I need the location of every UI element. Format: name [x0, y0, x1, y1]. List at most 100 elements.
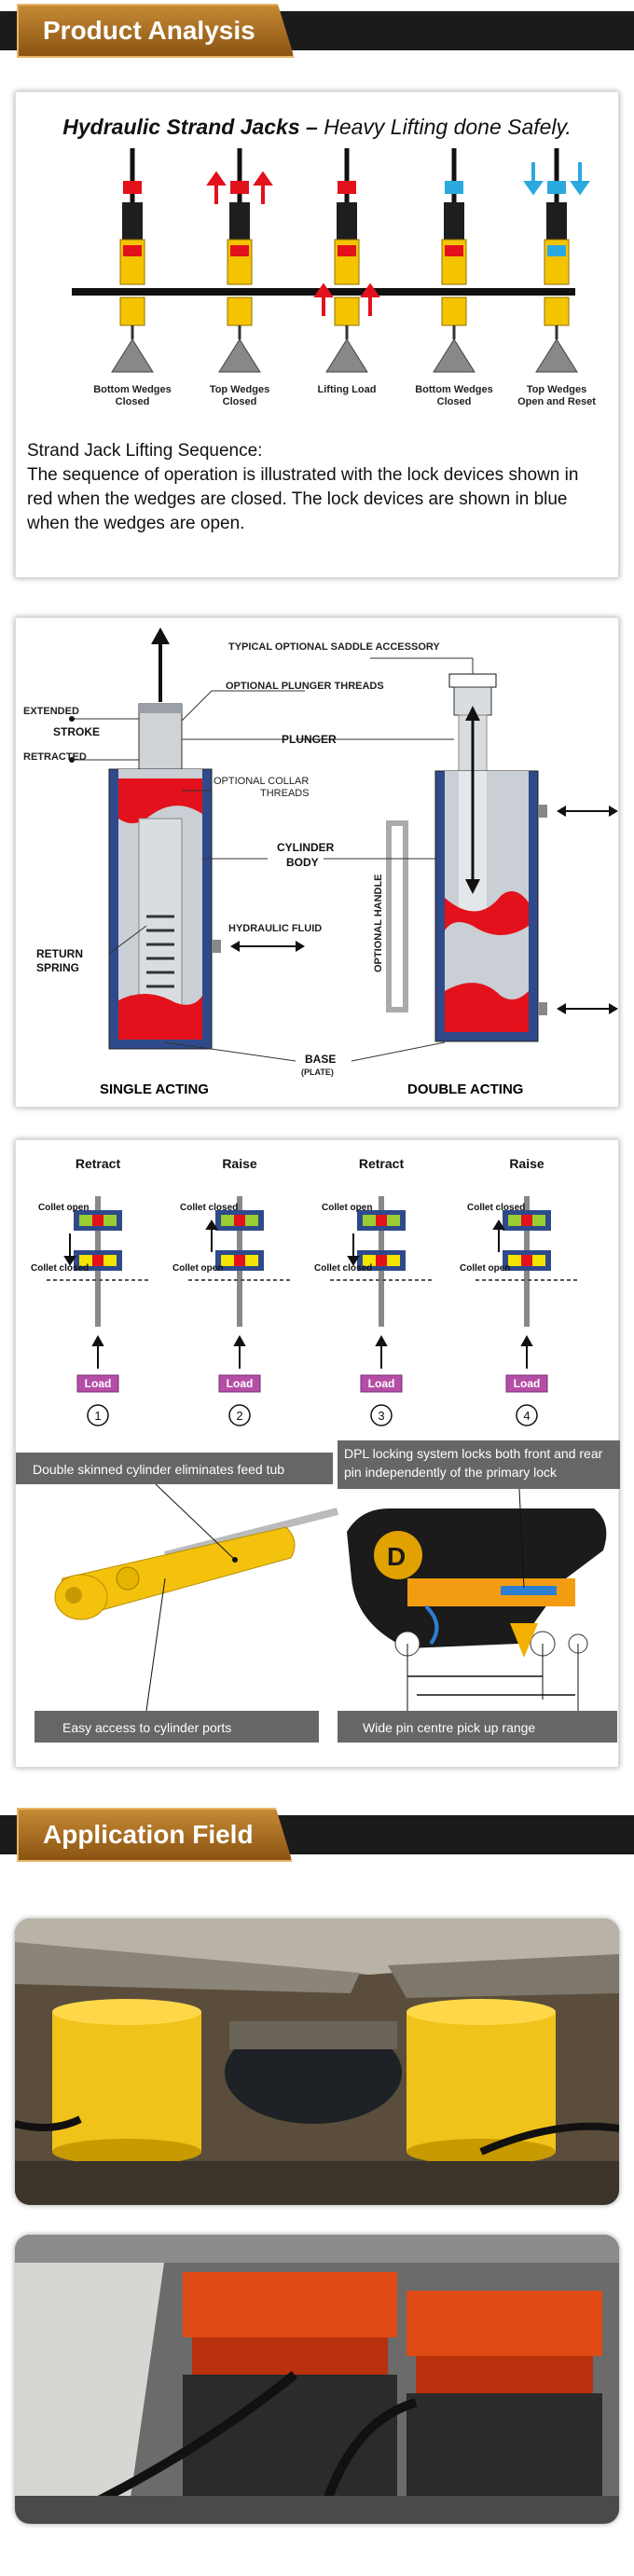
label-handle: OPTIONAL HANDLE [373, 874, 384, 972]
top-lock [547, 181, 566, 194]
label-cylinder: CYLINDER [277, 841, 335, 854]
collet-bottom-lock [92, 1255, 103, 1266]
top-lock [230, 181, 249, 194]
step-number: 4 [523, 1409, 530, 1423]
bottom-clamp [119, 296, 145, 326]
bottom-clamp [227, 296, 253, 326]
label-plate: (PLATE) [301, 1068, 334, 1077]
load-arrow-icon [520, 1334, 533, 1369]
photo-yellow-jacks [15, 1919, 619, 2205]
label-spring: SPRING [36, 961, 79, 974]
label-extended: EXTENDED [23, 706, 79, 717]
caption-heading: Strand Jack Lifting Sequence: [27, 441, 263, 461]
step-circle [516, 1404, 538, 1426]
lift-arrow-icon [206, 171, 227, 204]
lift-arrow-icon [253, 171, 273, 204]
label-fluid: HYDRAULIC FLUID [228, 923, 322, 934]
load-box [76, 1374, 119, 1393]
label-collar-threads: THREADS [260, 788, 310, 799]
single-acting-cylinder [108, 627, 305, 1050]
callout-left: Double skinned cylinder eliminates feed … [33, 1462, 284, 1477]
retract-arrow-icon [347, 1233, 360, 1266]
collet-label-2: Collet closed [314, 1263, 372, 1274]
caption-body: The sequence of operation is illustrated… [27, 465, 579, 533]
label-plunger-threads: OPTIONAL PLUNGER THREADS [226, 681, 384, 692]
raise-arrow-icon [492, 1219, 505, 1252]
section-title: Product Analysis [17, 4, 295, 58]
top-lock [445, 181, 463, 194]
load-arrow-icon [91, 1334, 104, 1369]
strand-jack-card: Hydraulic Strand Jacks – Heavy Lifting d… [15, 91, 619, 578]
label-stroke: STROKE [53, 725, 100, 738]
top-anchor [122, 202, 143, 240]
collet-label-1: Collet open [322, 1203, 372, 1213]
load-block [111, 338, 154, 373]
collet-diagram: Double skinned cylinder eliminates feed … [16, 1156, 620, 1743]
step-circle [228, 1404, 251, 1426]
collet-label-1: Collet open [38, 1203, 89, 1213]
logo-letter: D [387, 1542, 406, 1571]
bottom-clamp [544, 296, 570, 326]
label-return: RETURN [36, 947, 83, 960]
load-block [535, 338, 578, 373]
yellow-cylinder-illustration [54, 1483, 338, 1712]
collet-bottom-lock [234, 1255, 245, 1266]
collet-label-1: Collet closed [180, 1203, 238, 1213]
leader-lines [74, 657, 474, 1062]
load-label: Load [85, 1377, 112, 1390]
column-head: Raise [222, 1156, 257, 1171]
load-block [433, 338, 476, 373]
bottom-clamp [334, 296, 360, 326]
bottom-lock [547, 245, 566, 256]
collet-top-lock [92, 1215, 103, 1226]
load-label: Load [514, 1377, 541, 1390]
collet-top-lock [376, 1215, 387, 1226]
bottom-clamp [441, 296, 467, 326]
lift-arrow-icon [313, 282, 334, 316]
callout-bottom-right-box [338, 1711, 617, 1743]
load-arrow-icon [233, 1334, 246, 1369]
reset-arrow-icon [523, 162, 544, 196]
lift-arrow-icon [360, 282, 380, 316]
column-head: Raise [509, 1156, 544, 1171]
bottom-lock [445, 245, 463, 256]
label-collar: OPTIONAL COLLAR [214, 776, 309, 787]
column-head: Retract [76, 1156, 121, 1171]
application-photo-orange-jacks [15, 2235, 619, 2524]
raise-arrow-icon [205, 1219, 218, 1252]
caption: Strand Jack Lifting Sequence: The sequen… [27, 439, 607, 536]
load-label: Load [227, 1377, 254, 1390]
load-block [218, 338, 261, 373]
strand-jack-title: Hydraulic Strand Jacks – Heavy Lifting d… [16, 115, 618, 140]
callout-bottom-right: Wide pin centre pick up range [363, 1720, 535, 1735]
load-box [360, 1374, 403, 1393]
title-bold: Hydraulic Strand Jacks – [62, 115, 318, 139]
cylinder-diagram: TYPICAL OPTIONAL SADDLE ACCESSORY OPTION… [23, 627, 618, 1097]
top-lock [338, 181, 356, 194]
label-base: BASE [305, 1053, 336, 1066]
step-number: 3 [378, 1409, 384, 1423]
load-block [325, 338, 368, 373]
step-circle [87, 1404, 109, 1426]
label-single-acting: SINGLE ACTING [100, 1081, 209, 1097]
callout-bottom-left: Easy access to cylinder ports [62, 1720, 231, 1735]
collet-card: Double skinned cylinder eliminates feed … [15, 1139, 620, 1768]
label-plunger: PLUNGER [282, 733, 337, 746]
product-analysis-banner: Product Analysis [0, 0, 634, 65]
section-title: Application Field [17, 1808, 293, 1862]
application-field-banner: Application Field [0, 1804, 634, 1869]
double-acting-cylinder [386, 673, 618, 1042]
top-anchor [229, 202, 250, 240]
bottom-lock [230, 245, 249, 256]
reset-arrow-icon [570, 162, 590, 196]
step-circle [370, 1404, 393, 1426]
retract-arrow-icon [63, 1233, 76, 1266]
callout-right: DPL locking system locks both front and … [344, 1446, 603, 1480]
label-saddle: TYPICAL OPTIONAL SADDLE ACCESSORY [228, 641, 440, 653]
photo-orange-jacks [15, 2235, 619, 2524]
bottom-lock [123, 245, 142, 256]
